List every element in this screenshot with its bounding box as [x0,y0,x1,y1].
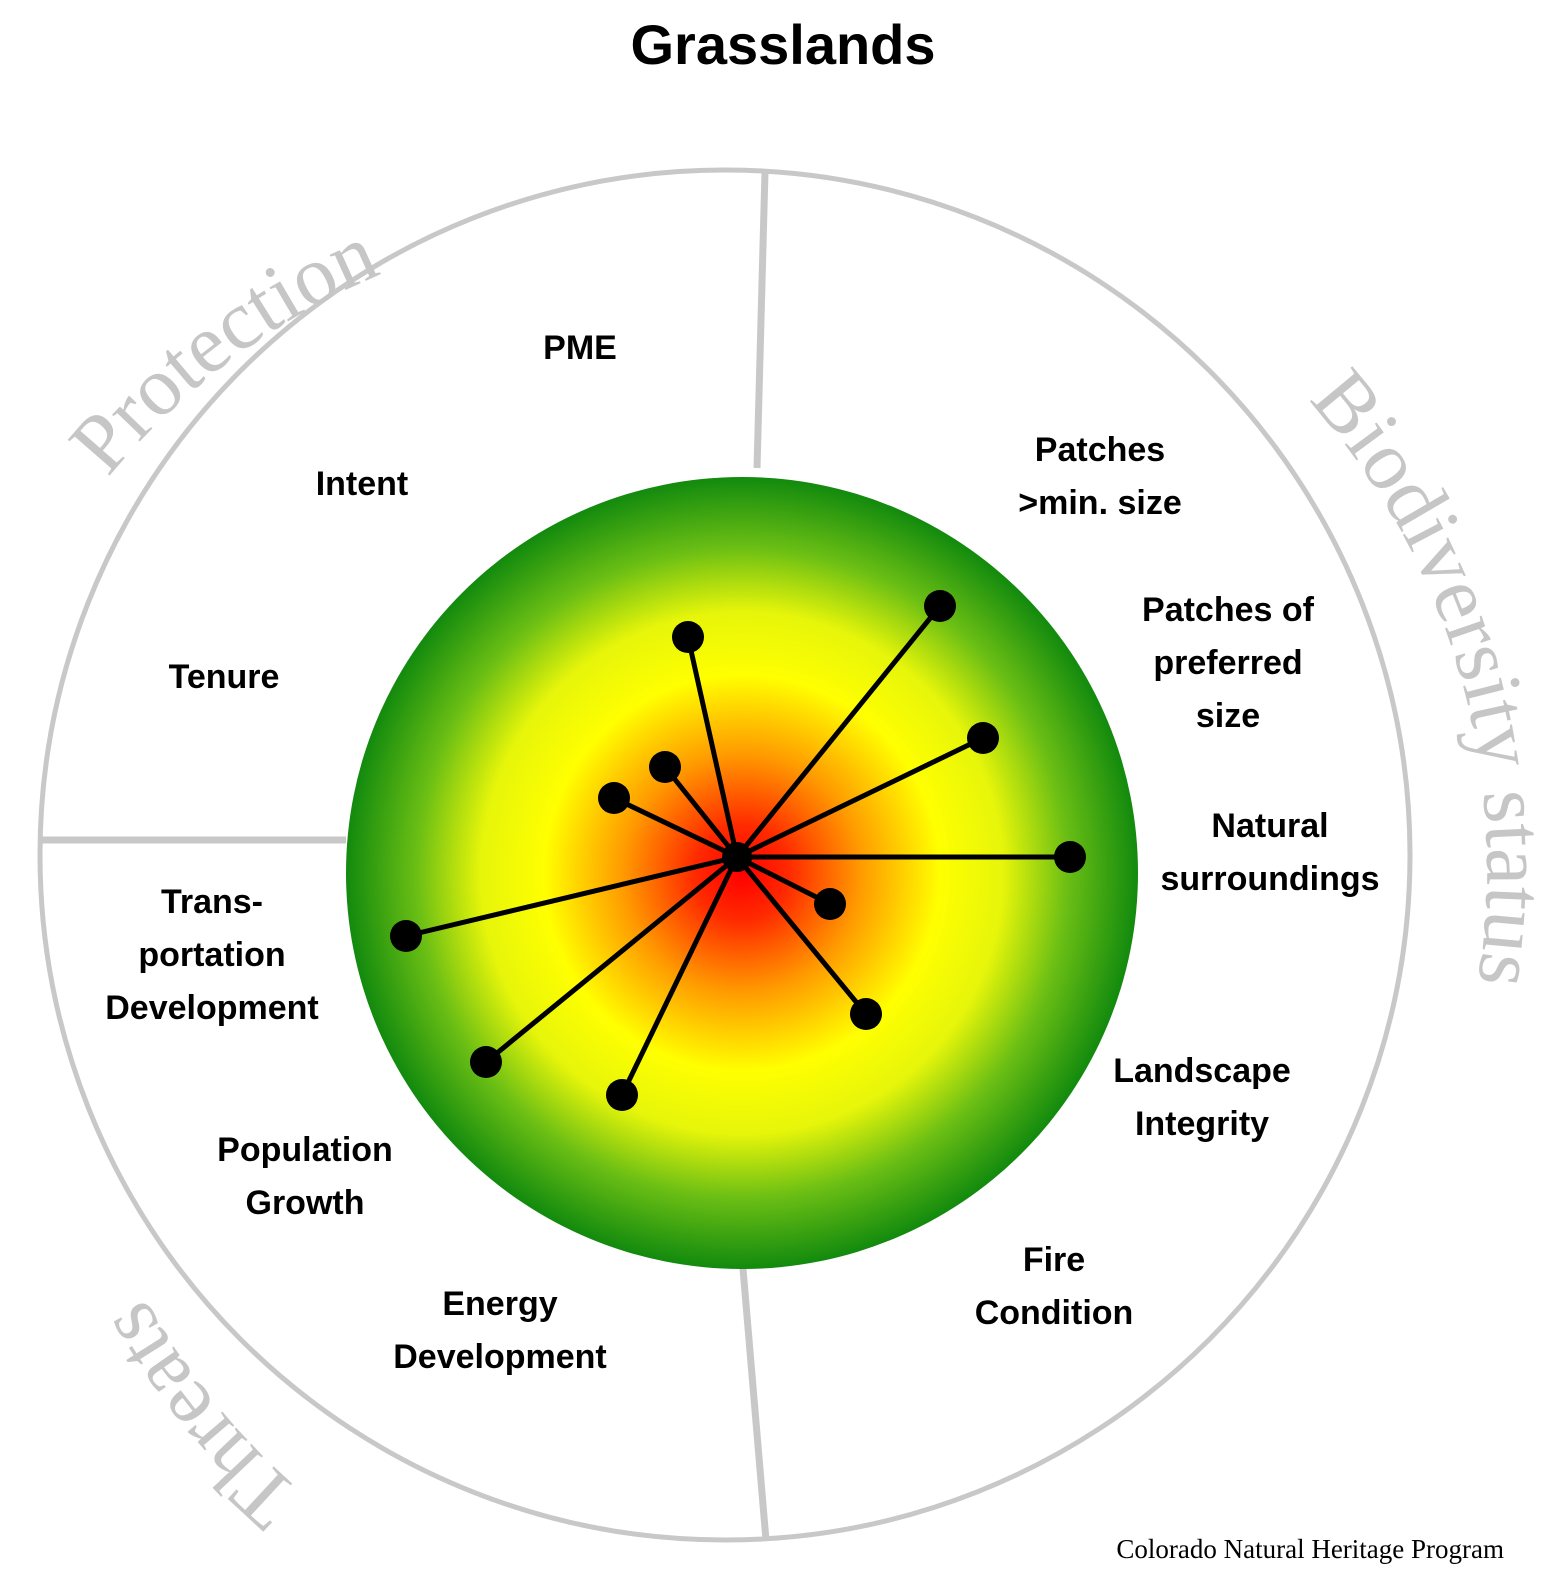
spoke-line [734,603,943,860]
spoke-line [734,854,869,1017]
divider-top [753,171,769,469]
spoke-line [611,795,740,860]
label-tenure: Tenure [168,658,280,696]
credit-text: Colorado Natural Heritage Program [1116,1534,1504,1564]
spoke-endpoint [598,782,630,814]
sector-label-threats: Threats [80,1288,315,1547]
spoke-endpoint [967,722,999,754]
spoke-line [734,735,986,860]
spokes [403,603,1073,1098]
label-fire-condition: Fire Condition [974,1241,1134,1332]
inner-gradient-disc [346,477,1138,1269]
spoke-line [685,634,740,860]
spoke-endpoint [1054,841,1086,873]
label-transportation-development: Trans- portation Development [105,883,319,1027]
label-intent: Intent [315,465,409,503]
spoke-endpoint [814,888,846,920]
spoke-line [662,764,740,860]
spoke-endpoint [850,998,882,1030]
diagram-title: Grasslands [630,13,936,76]
spoke-line [403,854,740,939]
spoke-endpoint [606,1079,638,1111]
spoke-endpoints [390,590,1086,1111]
sector-label-protection: Protection [52,206,390,490]
label-landscape-integrity: Landscape Integrity [1113,1052,1291,1143]
label-natural-surroundings: Natural surroundings [1160,807,1380,898]
outer-ring [37,167,1413,1543]
spoke-line [483,854,740,1065]
label-population-growth: Population Growth [217,1131,393,1222]
spoke-endpoint [672,621,704,653]
center-hub [722,842,752,872]
label-pme: PME [543,329,617,367]
label-patches-min-size: Patches >min. size [1018,431,1182,522]
label-energy-development: Energy Development [393,1285,607,1376]
label-patches-preferred-size: Patches of preferred size [1142,591,1314,735]
divider-bottom [738,1256,770,1541]
spoke-endpoint [924,590,956,622]
spoke-endpoint [470,1046,502,1078]
spoke-endpoint [649,751,681,783]
spoke-line [619,854,740,1098]
spoke-line [734,854,833,907]
spoke-endpoint [390,920,422,952]
